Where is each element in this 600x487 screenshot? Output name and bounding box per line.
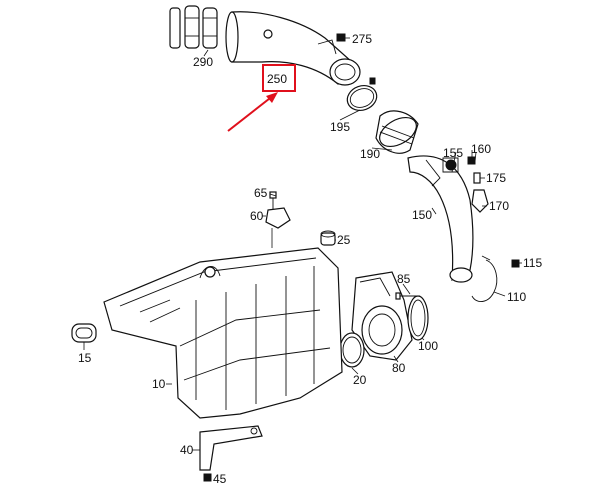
label-60: 60	[250, 209, 264, 223]
highlight-box	[262, 64, 296, 92]
clamp-195	[346, 77, 378, 111]
hose-150	[407, 155, 474, 283]
label-195: 195	[330, 120, 350, 134]
label-20: 20	[353, 373, 367, 387]
label-45: 45	[213, 472, 227, 486]
sensor-170	[471, 189, 489, 213]
highlight-arrow	[227, 94, 275, 132]
label-80: 80	[392, 361, 406, 375]
label-275: 275	[352, 32, 372, 46]
intake-manifold-10	[103, 247, 343, 419]
label-15: 15	[78, 351, 92, 365]
ring-seal-20	[339, 332, 365, 368]
label-250: 250	[267, 72, 287, 86]
sensor-60	[265, 207, 291, 248]
part-labels: 290 275 250 195 190 155 160 175 170 150 …	[78, 32, 542, 486]
label-10: 10	[152, 377, 166, 391]
seal-100	[407, 295, 429, 341]
leader-lines	[83, 49, 522, 479]
label-85: 85	[397, 272, 411, 286]
highlight-250	[227, 64, 296, 132]
clamp-110	[471, 255, 498, 302]
seal-25	[320, 230, 336, 246]
gasket-15	[71, 323, 97, 343]
label-155: 155	[443, 146, 463, 160]
label-150: 150	[412, 208, 432, 222]
label-175: 175	[486, 171, 506, 185]
label-110: 110	[507, 290, 526, 304]
bolt-45	[203, 473, 212, 482]
label-170: 170	[489, 199, 509, 213]
bracket-40	[199, 425, 263, 471]
boot-clamps-290	[169, 5, 218, 49]
label-40: 40	[180, 443, 194, 457]
label-25: 25	[337, 233, 351, 247]
label-65: 65	[254, 186, 268, 200]
coupling-190	[375, 110, 419, 154]
charge-air-pipe-250	[225, 11, 361, 86]
bolt-275	[336, 33, 350, 42]
highlight-arrow-head	[266, 92, 278, 103]
label-115: 115	[523, 256, 542, 270]
label-160: 160	[471, 142, 491, 156]
bolt-175	[473, 172, 481, 184]
bolt-115	[511, 259, 520, 268]
label-190: 190	[360, 147, 380, 161]
label-290: 290	[193, 55, 213, 69]
label-100: 100	[418, 339, 438, 353]
